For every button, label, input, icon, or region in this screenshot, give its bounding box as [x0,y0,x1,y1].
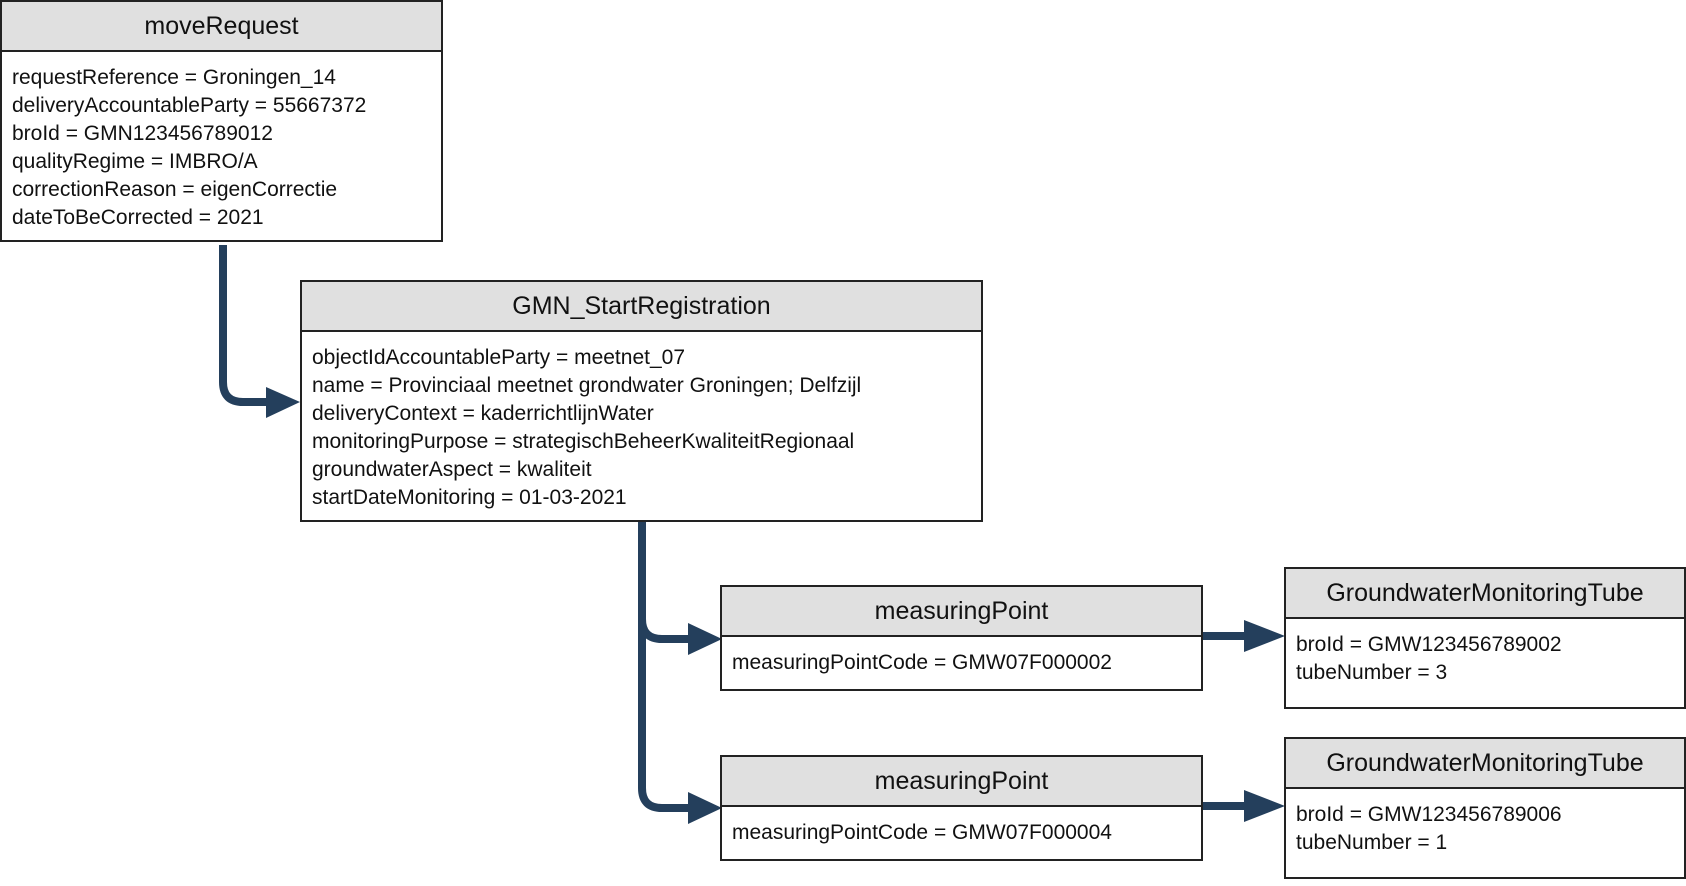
measuring-point-attributes: measuringPointCode = GMW07F000004 [722,807,1201,847]
attribute-date-to-be-corrected: dateToBeCorrected = 2021 [12,206,264,229]
measuring-point-box: measuringPoint measuringPointCode = GMW0… [720,585,1203,691]
attribute-groundwater-aspect: groundwaterAspect = kwaliteit [312,458,592,481]
connector-startregistration-to-measuringpoint-2 [638,619,693,812]
attribute-tube-bro-id: broId = GMW123456789006 [1296,803,1562,826]
move-request-box: moveRequest requestReference = Groningen… [0,0,443,242]
move-request-attributes: requestReference = Groningen_14 delivery… [2,52,441,232]
measuring-point-title: measuringPoint [722,757,1201,807]
attribute-name: name = Provinciaal meetnet grondwater Gr… [312,374,862,397]
attribute-correction-reason: correctionReason = eigenCorrectie [12,178,338,201]
measuring-point-title: measuringPoint [722,587,1201,637]
start-registration-box: GMN_StartRegistration objectIdAccountabl… [300,280,983,522]
arrowhead [266,387,300,418]
attribute-bro-id: broId = GMN123456789012 [12,122,273,145]
groundwater-monitoring-tube-box: GroundwaterMonitoringTube broId = GMW123… [1284,567,1686,709]
measuring-point-attributes: measuringPointCode = GMW07F000002 [722,637,1201,677]
attribute-object-id-accountable-party: objectIdAccountableParty = meetnet_07 [312,346,685,369]
attribute-delivery-accountable-party: deliveryAccountableParty = 55667372 [12,94,367,117]
attribute-delivery-context: deliveryContext = kaderrichtlijnWater [312,402,654,425]
attribute-measuring-point-code: measuringPointCode = GMW07F000004 [732,821,1112,844]
attribute-tube-bro-id: broId = GMW123456789002 [1296,633,1562,656]
attribute-measuring-point-code: measuringPointCode = GMW07F000002 [732,651,1112,674]
groundwater-monitoring-tube-attributes: broId = GMW123456789006 tubeNumber = 1 [1286,789,1684,857]
groundwater-monitoring-tube-box: GroundwaterMonitoringTube broId = GMW123… [1284,737,1686,879]
measuring-point-box: measuringPoint measuringPointCode = GMW0… [720,755,1203,861]
attribute-request-reference: requestReference = Groningen_14 [12,66,336,89]
groundwater-monitoring-tube-title: GroundwaterMonitoringTube [1286,569,1684,619]
arrowhead [1244,790,1285,822]
arrowhead [688,792,722,824]
move-request-title: moveRequest [2,2,441,52]
attribute-monitoring-purpose: monitoringPurpose = strategischBeheerKwa… [312,430,855,453]
connector-startregistration-to-measuringpoint-1 [638,522,693,643]
groundwater-monitoring-tube-title: GroundwaterMonitoringTube [1286,739,1684,789]
attribute-tube-number: tubeNumber = 1 [1296,831,1448,854]
start-registration-attributes: objectIdAccountableParty = meetnet_07 na… [302,332,981,512]
connector-moverequest-to-startregistration [219,245,270,406]
attribute-start-date-monitoring: startDateMonitoring = 01-03-2021 [312,486,627,509]
arrowhead [1244,620,1285,652]
attribute-quality-regime: qualityRegime = IMBRO/A [12,150,258,173]
groundwater-monitoring-tube-attributes: broId = GMW123456789002 tubeNumber = 3 [1286,619,1684,687]
arrowhead [688,623,722,655]
attribute-tube-number: tubeNumber = 3 [1296,661,1448,684]
start-registration-title: GMN_StartRegistration [302,282,981,332]
